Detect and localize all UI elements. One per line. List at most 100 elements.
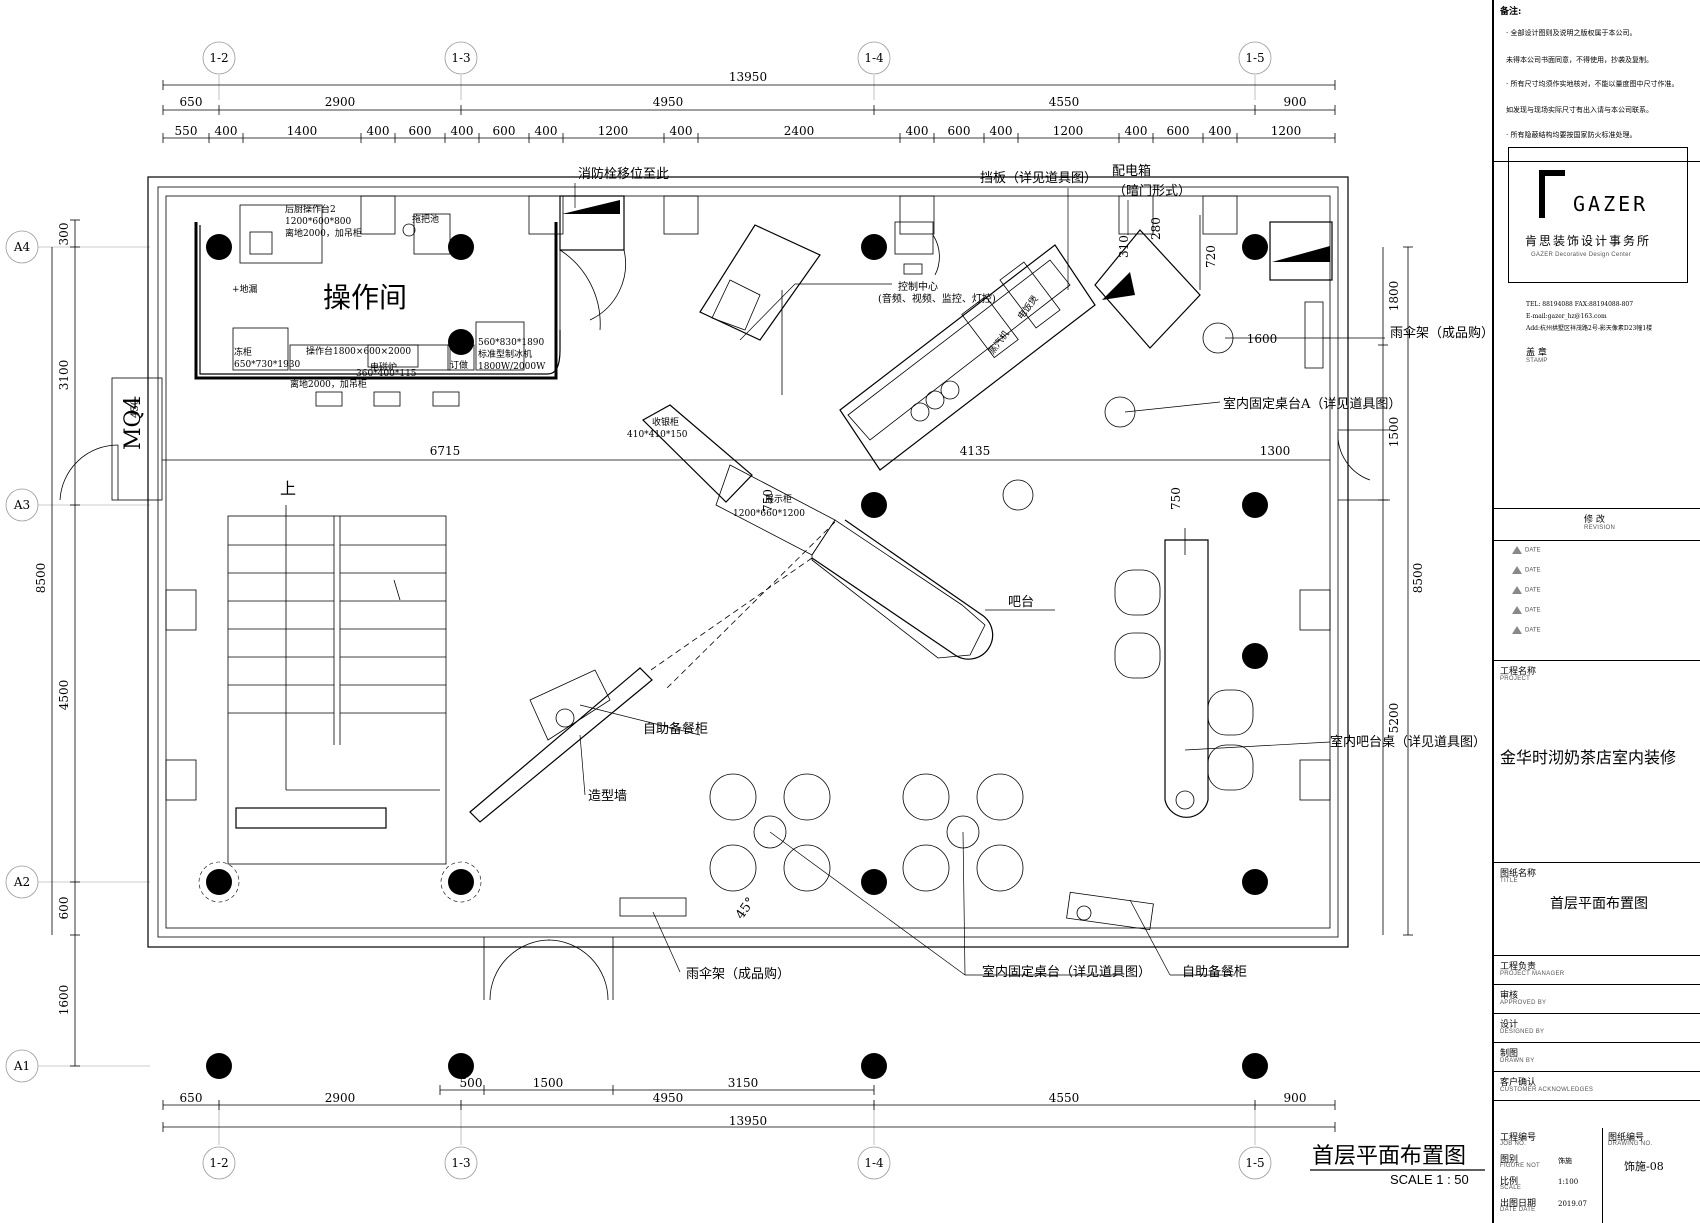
notes-title: 备注: (1500, 7, 1522, 17)
svg-text:8500: 8500 (1411, 563, 1425, 594)
stair-treads (228, 544, 446, 714)
label-umbrella-bottom: 雨伞架（成品购） (686, 966, 790, 982)
svg-text:2400: 2400 (784, 124, 815, 138)
svg-text:1500: 1500 (1387, 417, 1401, 448)
label-display: 展示柜 (765, 493, 792, 505)
svg-text:600: 600 (409, 124, 432, 138)
bar-table: 室内吧台桌（详见道具图） (1114, 528, 1486, 818)
service-counter: 电饭煲 蒸汽机 挡板（详见道具图） 配电箱 （暗门形式） (839, 163, 1201, 471)
svg-text:1-5: 1-5 (1245, 51, 1264, 65)
column (448, 329, 474, 355)
revision-row-4: DATE (1512, 606, 1541, 614)
svg-text:900: 900 (1284, 1091, 1307, 1105)
revision-row-1: DATE (1512, 546, 1541, 554)
svg-text:4950: 4950 (653, 95, 684, 109)
manager-label: 工程负责 (1500, 962, 1537, 972)
note-5: · 所有隐蔽结构均要按国家防火标准处理。 (1506, 131, 1637, 139)
column (1242, 869, 1268, 895)
svg-text:300: 300 (57, 223, 71, 246)
svg-text:5200: 5200 (1387, 703, 1401, 734)
label-table-a: 室内固定桌台A（详见道具图） (1223, 396, 1401, 412)
left-dimensions: 300 3100 8500 4500 600 1600 (34, 219, 80, 1067)
dim-top-overall: 13950 (729, 70, 767, 84)
svg-text:600: 600 (57, 897, 71, 920)
grid-bubble-top-1-2: 1-2 (202, 41, 236, 75)
job-no-label: 工程编号 (1500, 1133, 1537, 1143)
svg-text:1200: 1200 (1271, 124, 1302, 138)
svg-text:550: 550 (175, 124, 198, 138)
svg-text:(音频、视频、监控、灯控): (音频、视频、监控、灯控) (878, 292, 996, 305)
grid-bubble-left-A3: A3 (5, 488, 39, 522)
svg-text:1800: 1800 (1387, 281, 1401, 312)
svg-text:1200*600*800: 1200*600*800 (285, 217, 352, 227)
svg-text:280: 280 (1149, 217, 1163, 240)
svg-text:1500: 1500 (533, 1076, 564, 1090)
svg-text:4950: 4950 (653, 1091, 684, 1105)
grid-bubble-bottom-1-5: 1-5 (1238, 1146, 1272, 1180)
svg-text:1600: 1600 (57, 985, 71, 1016)
svg-text:3100: 3100 (57, 360, 71, 391)
note-4: 如发现与现场实际尺寸有出入请与本公司联系。 (1506, 106, 1653, 114)
grid-bubble-bottom-1-2: 1-2 (202, 1146, 236, 1180)
svg-text:1200: 1200 (598, 124, 629, 138)
drawing-title: 首层平面布置图 SCALE 1 : 50 (1310, 1144, 1485, 1187)
contact-email: E-mail:gazer_hz@163.com (1526, 313, 1607, 320)
label-order: 订做 (450, 359, 468, 371)
column (1242, 234, 1268, 260)
revision-row-5: DATE (1512, 626, 1541, 634)
logo-mark-icon (1539, 170, 1565, 218)
door-tag: MQ4 (121, 395, 146, 450)
grid-bubble-bottom-1-3: 1-3 (444, 1146, 478, 1180)
svg-text:360*400*115: 360*400*115 (356, 369, 417, 379)
svg-text:1200: 1200 (1053, 124, 1084, 138)
round-tables: 室内固定桌台A（详见道具图） (1002, 322, 1401, 511)
interior-dimensions: 6715 4135 1300 1600 750 750 720 310 280 (162, 215, 1330, 512)
svg-text:4135: 4135 (960, 444, 991, 458)
entrance-door (483, 937, 614, 1001)
revision-triangle-icon (1512, 586, 1522, 594)
svg-text:（暗门形式）: （暗门形式） (1113, 184, 1191, 199)
kitchen-room: 操作间 后厨操作台2 1200*600*800 离地2000，加吊柜 拖把池 +… (194, 203, 601, 407)
scale-value: 1:100 (1558, 1178, 1579, 1186)
column (206, 869, 232, 895)
svg-text:600: 600 (948, 124, 971, 138)
svg-text:400: 400 (1125, 124, 1148, 138)
label-back-counter: 后厨操作台2 (285, 203, 336, 215)
grid-bubble-top-1-5: 1-5 (1238, 41, 1272, 75)
right-door (1337, 429, 1390, 501)
note-2: 未得本公司书面同意，不得使用，抄袭及复制。 (1506, 56, 1653, 64)
kitchen-label: 操作间 (323, 281, 407, 314)
column (206, 1053, 232, 1079)
grid-bubble-left-A1: A1 (5, 1049, 39, 1083)
svg-text:400: 400 (1209, 124, 1232, 138)
label-induction: 电磁炉 (370, 361, 397, 373)
label-baffle: 挡板（详见道具图） (980, 171, 1097, 186)
project-name-en: PROJECT (1500, 676, 1531, 682)
hydrant: 消防栓移位至此 (559, 166, 669, 321)
logo-text: GAZER (1573, 192, 1649, 216)
column (861, 234, 887, 260)
bottom-dimensions: 500 1500 3150 650 2900 4950 4550 900 139… (162, 1076, 1336, 1132)
date-label: 出图日期 (1500, 1199, 1537, 1209)
self-cabinet-2: 自助备餐柜 (1066, 891, 1247, 980)
svg-text:650: 650 (180, 95, 203, 109)
label-freezer: 冻柜 (234, 346, 252, 358)
feature-wall: 自助备餐柜 造型墙 45° (469, 667, 758, 922)
stairs: 上 (227, 479, 447, 865)
column (448, 234, 474, 260)
company-en: GAZER Decorative Design Center (1531, 252, 1632, 258)
figure-label: 图别 (1500, 1155, 1519, 1165)
label-cashier: 收银柜 (652, 416, 679, 428)
svg-text:1600: 1600 (1247, 332, 1278, 346)
revision-triangle-icon (1512, 626, 1522, 634)
revision-triangle-icon (1512, 606, 1522, 614)
revision-row-2: DATE (1512, 566, 1541, 574)
label-control-center: 控制中心 (898, 280, 938, 293)
dining-set-1 (709, 773, 831, 892)
svg-text:600: 600 (493, 124, 516, 138)
company-name: 肯思装饰设计事务所 (1525, 234, 1652, 248)
label-feature-wall: 造型墙 (588, 789, 627, 804)
title-block: 备注: · 全部设计图则及说明之版权属于本公司。 未得本公司书面同意，不得使用，… (1492, 0, 1700, 1223)
column (861, 869, 887, 895)
